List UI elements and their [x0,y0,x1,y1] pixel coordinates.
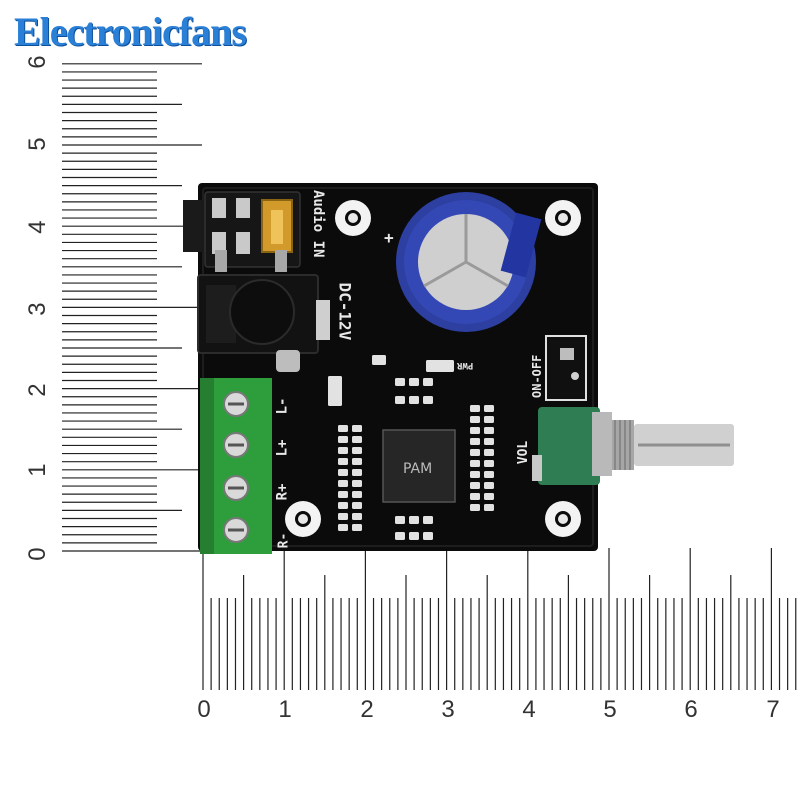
dc-jack [197,274,330,372]
horizontal-ruler [202,548,797,690]
h-label-1: 1 [278,696,292,723]
silk-vol: VOL [516,440,532,465]
amplifier-chip: PAM [382,429,456,503]
v-label-4: 4 [24,220,51,234]
silk-r-plus: R+ [274,483,291,501]
v-label-5: 5 [24,137,51,151]
v-label-3: 3 [24,302,51,316]
silk-audio-in: Audio IN [310,190,326,258]
silk-l-plus: L+ [274,439,291,457]
h-label-5: 5 [603,696,617,723]
power-switch [545,335,587,401]
h-label-7: 7 [766,696,780,723]
vertical-ruler [62,50,202,555]
v-label-2: 2 [24,383,51,397]
svg-text:PAM: PAM [403,461,432,477]
h-label-4: 4 [522,696,536,723]
smd-components [328,355,494,540]
audio-jack [183,191,301,272]
h-label-0: 0 [197,696,211,723]
silk-l-minus: L- [274,397,291,415]
potentiometer [532,407,734,485]
silk-dc: DC-12V [335,282,355,341]
h-label-3: 3 [441,696,455,723]
terminal-screws [223,391,249,543]
watermark-logo: Electronicfans [14,9,247,54]
mounting-holes [285,200,581,537]
capacitor [396,192,542,332]
silk-pwr: PWR [457,360,474,370]
h-label-6: 6 [684,696,698,723]
silk-plus: + [384,228,394,247]
v-label-0: 0 [24,547,51,561]
silk-on-off: ON-OFF [530,354,544,398]
v-label-1: 1 [24,463,51,477]
v-label-6: 6 [24,55,51,69]
terminal-block [200,378,272,554]
silk-r-minus: R- [276,532,292,549]
h-label-2: 2 [360,696,374,723]
